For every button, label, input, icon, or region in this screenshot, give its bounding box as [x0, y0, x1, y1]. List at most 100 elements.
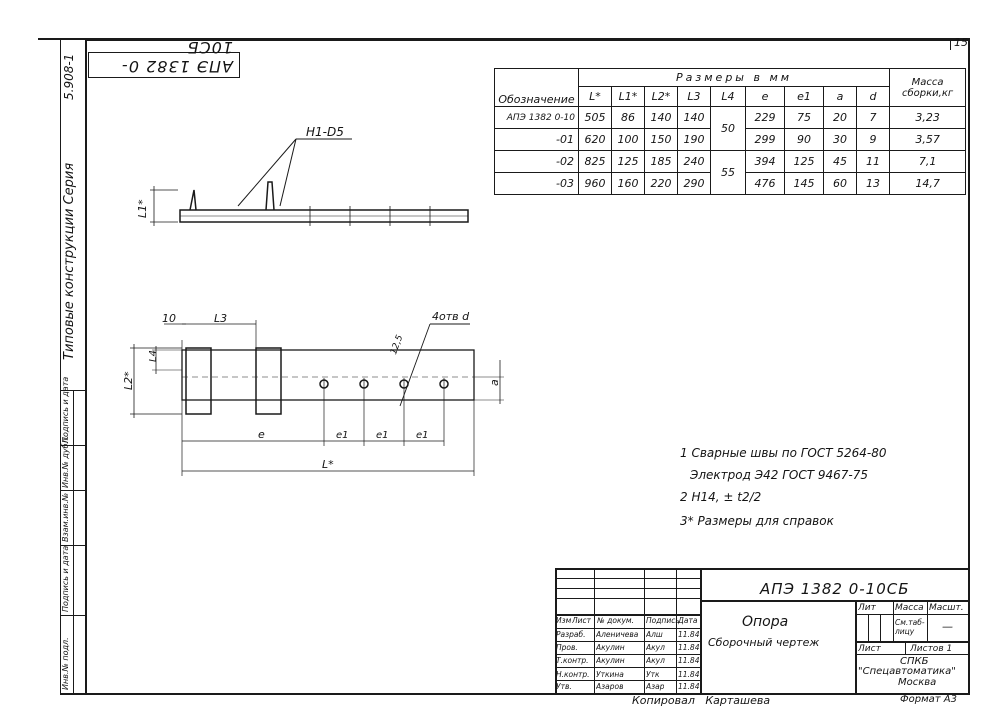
l-star-label: L*	[322, 458, 334, 471]
col-header-L1: L1*	[611, 86, 645, 107]
e1-label-3: e1	[416, 430, 429, 441]
e-label: e	[258, 428, 265, 441]
series-title: Типовые конструкции Серия	[62, 162, 77, 360]
table-cell-L4-merged: 50	[710, 106, 746, 151]
holes-label: 4отв d	[432, 310, 470, 323]
table-cell: 290	[677, 172, 711, 195]
col-header-a: a	[823, 86, 857, 107]
e1-label-1: e1	[336, 430, 349, 441]
note-2: 2 Н14, ± t2/2	[680, 490, 762, 504]
tb-item-name: Опора	[742, 614, 789, 630]
plate-left	[185, 347, 212, 415]
table-cell: 100	[611, 128, 645, 151]
tb-mass-value: См.таб-лицу	[895, 618, 925, 636]
tall-plate	[265, 181, 275, 211]
strip-col-divider	[73, 390, 74, 693]
weld-leader	[237, 138, 297, 207]
table-cell-mass: 14,7	[889, 172, 967, 195]
col-header-L: L*	[578, 86, 612, 107]
tb-sign: Акул	[646, 643, 665, 652]
tb-date: 11.84	[678, 682, 700, 691]
tb-doc-type: Сборочный чертеж	[708, 636, 820, 649]
table-cell: 505	[578, 106, 612, 129]
tb-header-doc: № докум.	[597, 616, 634, 625]
table-cell: 299	[745, 128, 785, 151]
row-designation: -01	[494, 128, 579, 151]
table-cell-mass: 7,1	[889, 150, 967, 173]
table-cell: 30	[823, 128, 857, 151]
col-header-L2: L2*	[644, 86, 678, 107]
table-cell: 190	[677, 128, 711, 151]
tb-sheets-label: Листов 1	[910, 644, 953, 654]
strip-field-sign-date: Подпись и дата	[61, 545, 70, 612]
frame-top-line	[38, 38, 970, 40]
table-cell: 240	[677, 150, 711, 173]
table-cell: 185	[644, 150, 678, 173]
l3-label: L3	[214, 312, 227, 325]
dim-10-label: 10	[162, 312, 176, 325]
tb-person: Уткина	[596, 670, 624, 679]
tb-person: Азаров	[596, 682, 624, 691]
l1-star-label: L1*	[136, 199, 149, 218]
table-cell: 60	[823, 172, 857, 195]
sizes-group-header: Размеры в мм	[577, 68, 891, 87]
table-cell: 150	[644, 128, 678, 151]
tb-sign: Азар	[646, 682, 665, 691]
table-cell: 620	[578, 128, 612, 151]
l4-label: L4	[148, 350, 159, 362]
table-cell: 13	[855, 172, 891, 195]
tb-role: Пров.	[556, 643, 578, 652]
col-header-e1: e1	[784, 86, 824, 107]
small-plate	[189, 189, 197, 211]
frame-inner-top	[86, 40, 970, 41]
tb-sheet-label: Лист	[858, 644, 881, 654]
tb-header-sign: Подпись	[646, 616, 680, 625]
series-number: 5.908-1	[62, 53, 76, 100]
tb-date: 11.84	[678, 630, 700, 639]
col-designation-header: Обозначение	[494, 68, 579, 107]
tb-scale-label: Масшт.	[929, 603, 964, 613]
note-3: 3* Размеры для справок	[680, 514, 834, 528]
table-cell: 9	[855, 128, 891, 151]
table-cell: 86	[611, 106, 645, 129]
col-header-e: e	[745, 86, 785, 107]
table-cell: 11	[855, 150, 891, 173]
tb-header-date: Дата	[678, 616, 698, 625]
row-designation: -03	[494, 172, 579, 195]
hole-leader	[399, 323, 431, 407]
tb-person: Акулин	[596, 643, 625, 652]
tb-scale-value: —	[942, 620, 953, 633]
frame-right-line	[968, 40, 970, 695]
a-label: a	[488, 379, 501, 386]
table-cell: 394	[745, 150, 785, 173]
tb-date: 11.84	[678, 643, 700, 652]
tb-person: Акулин	[596, 656, 625, 665]
table-cell: 125	[784, 150, 824, 173]
tb-org-1: СПКБ	[900, 656, 929, 667]
col-header-L4: L4	[710, 86, 746, 107]
table-cell-mass: 3,23	[889, 106, 967, 129]
table-cell: 45	[823, 150, 857, 173]
roughness-label: 12,5	[389, 334, 405, 357]
dimension-table: Обозначение Размеры в мм Масса сборки,кг…	[494, 68, 967, 195]
upside-down-stamp: АПЭ 1382 0-10СБ	[88, 38, 240, 78]
col-header-d: d	[855, 86, 891, 107]
frame-inner-left	[85, 40, 87, 695]
table-cell-L4-merged: 55	[710, 150, 746, 195]
stamp-text: АПЭ 1382 0-10СБ	[121, 38, 233, 76]
table-cell: 140	[677, 106, 711, 129]
strip-field-vzam: Взам.инв.№	[61, 492, 70, 542]
tb-org-3: Москва	[898, 677, 937, 688]
row-designation: -02	[494, 150, 579, 173]
plate-middle	[255, 347, 282, 415]
mass-header: Масса сборки,кг	[889, 68, 967, 107]
table-cell: 90	[784, 128, 824, 151]
table-cell: 140	[644, 106, 678, 129]
tb-date: 11.84	[678, 670, 700, 679]
note-1: 1 Сварные швы по ГОСТ 5264-80	[680, 446, 887, 460]
frame-left-line	[60, 40, 61, 695]
tb-role: Утв.	[556, 682, 572, 691]
tb-sign: Акул	[646, 656, 665, 665]
table-cell: 476	[745, 172, 785, 195]
col-header-L3: L3	[677, 86, 711, 107]
